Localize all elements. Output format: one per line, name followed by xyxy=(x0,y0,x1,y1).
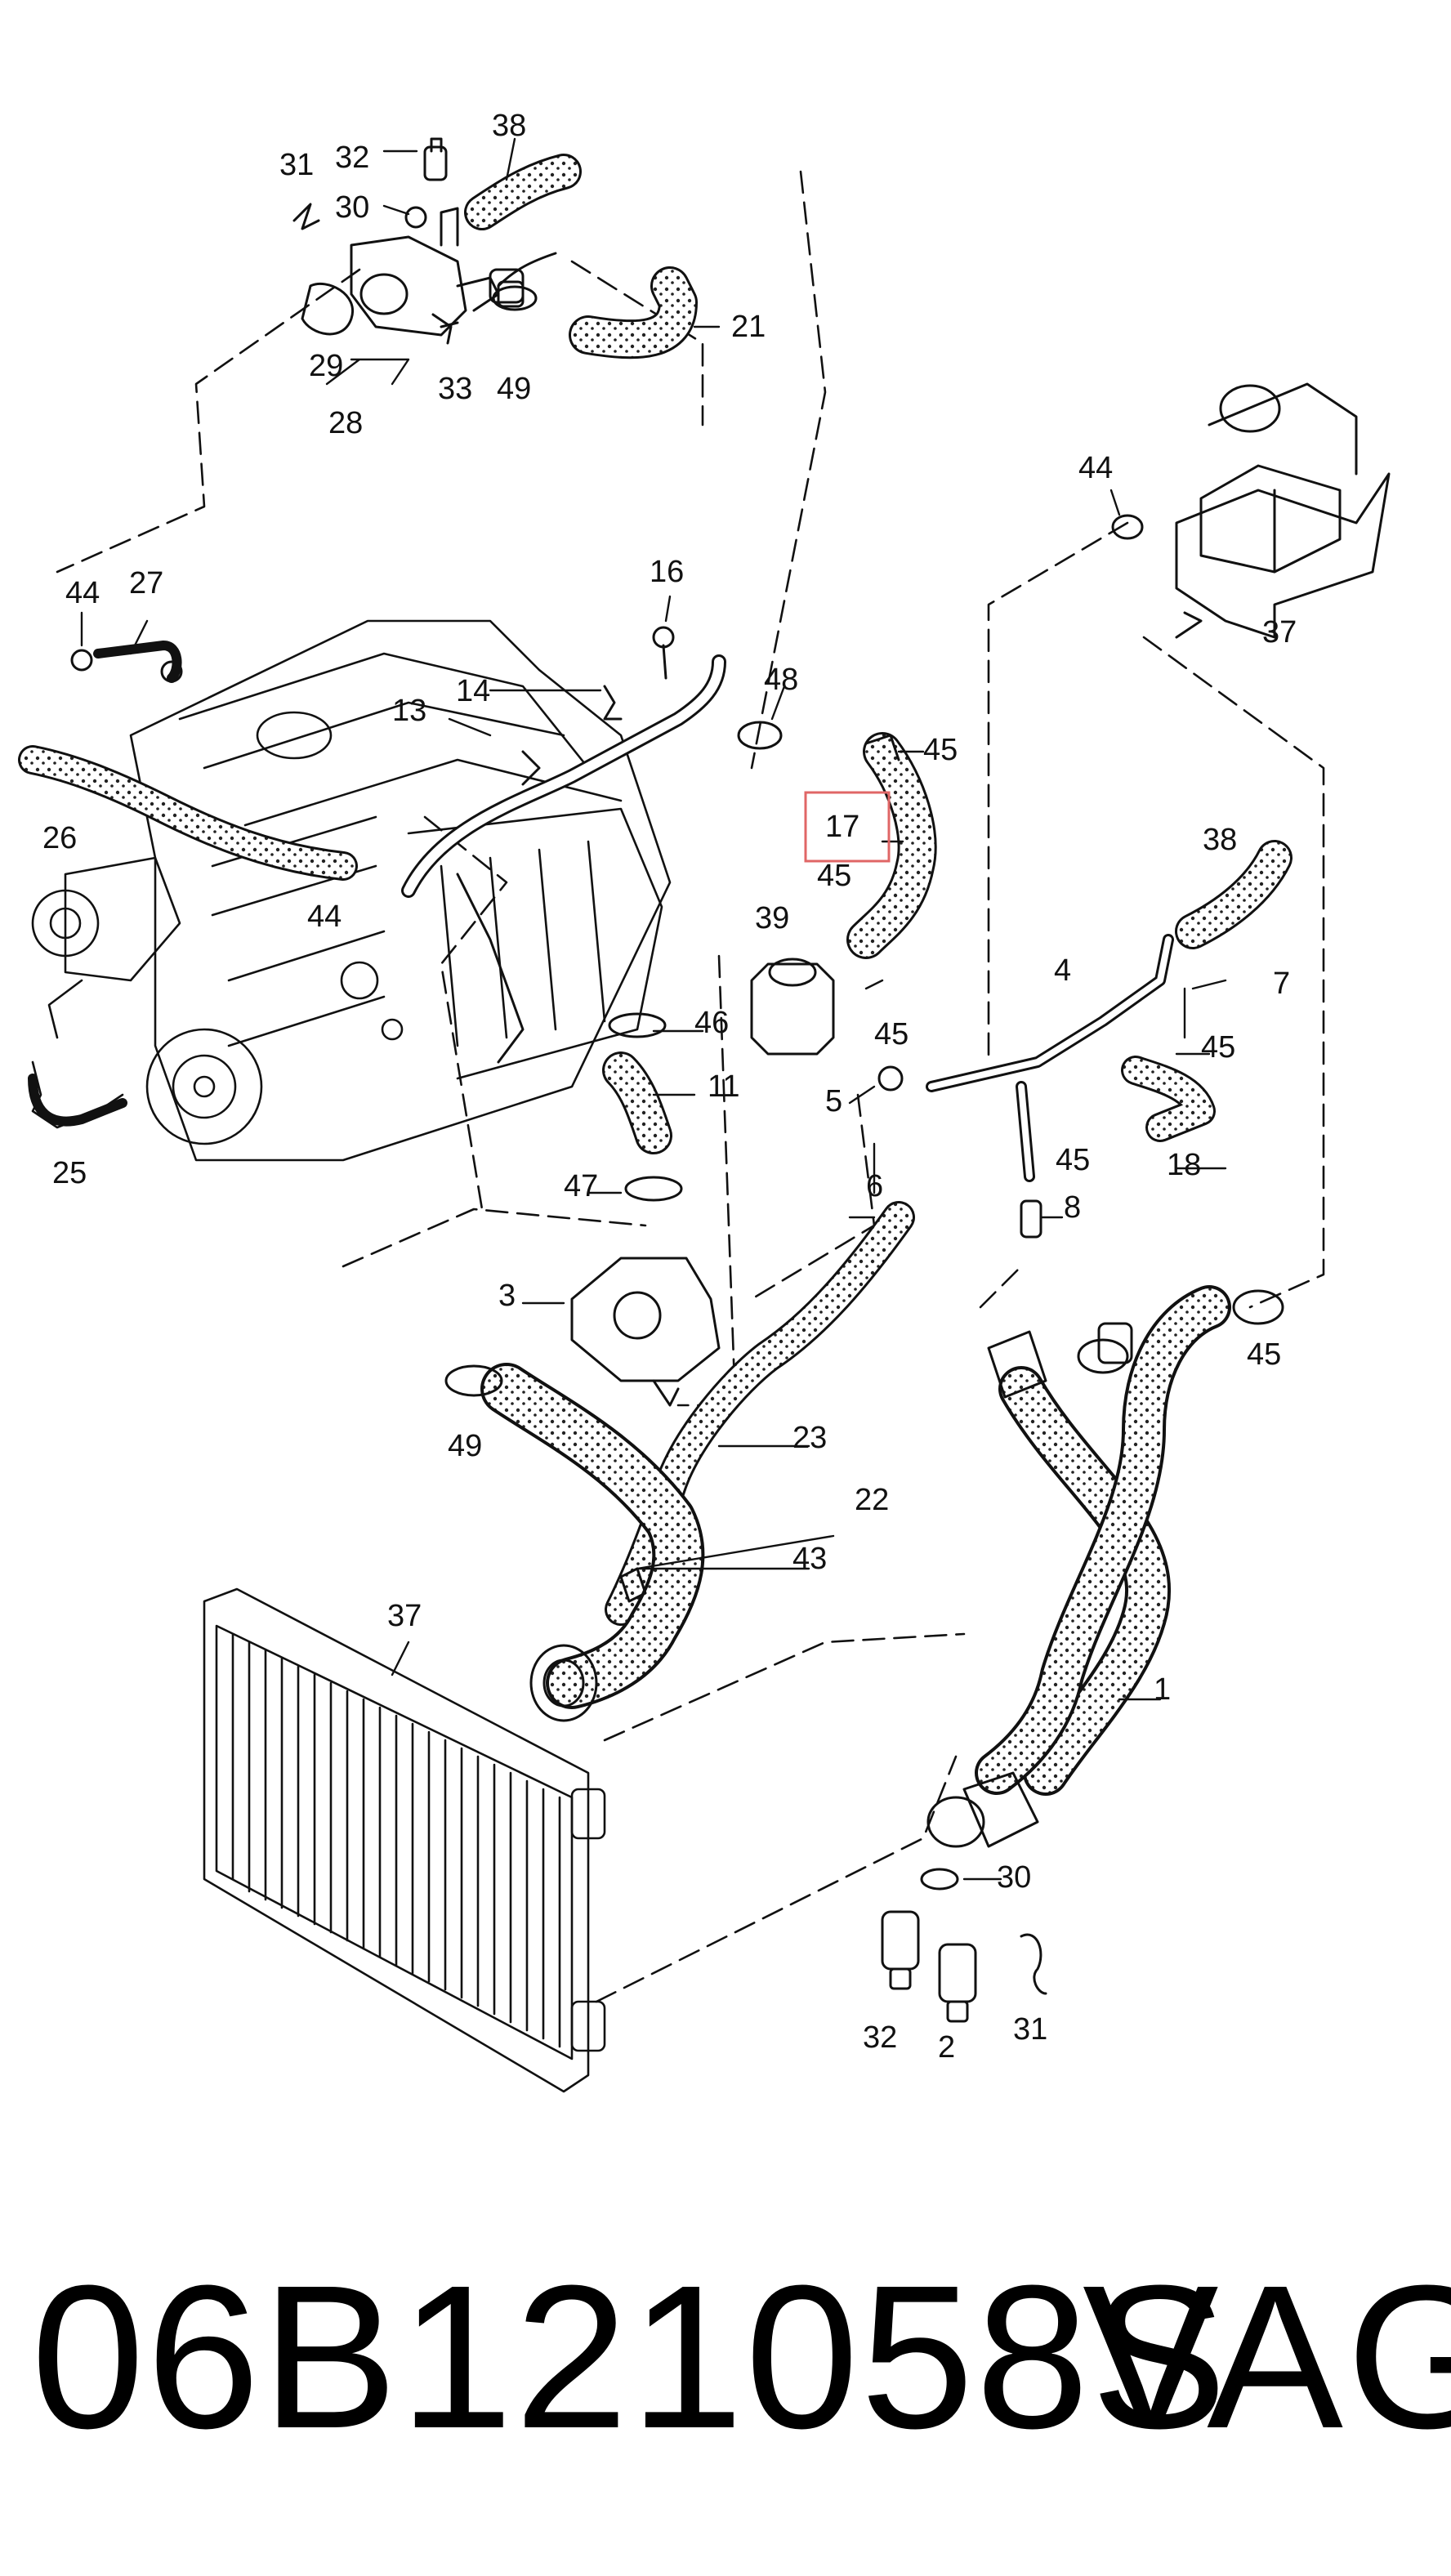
water-pump-3 xyxy=(570,1012,721,1407)
callout-45: 45 xyxy=(923,733,958,767)
callout-39: 39 xyxy=(755,901,789,935)
callout-37: 37 xyxy=(387,1599,422,1633)
callout-14: 14 xyxy=(456,674,490,708)
callout-45: 45 xyxy=(1247,1337,1281,1372)
callout-7: 7 xyxy=(1273,967,1290,1001)
exploded-parts-diagram: 38 32 31 30 21 29 33 49 28 44 37 16 44 2… xyxy=(18,109,1391,2093)
callout-2: 2 xyxy=(938,2030,955,2065)
top-hoses xyxy=(464,154,698,359)
callout-30: 30 xyxy=(997,1860,1031,1895)
callout-49: 49 xyxy=(448,1429,482,1463)
radiator-hoses xyxy=(480,1201,915,1722)
callout-37: 37 xyxy=(1262,615,1297,650)
callout-45: 45 xyxy=(817,859,851,893)
callout-11: 11 xyxy=(708,1069,739,1104)
callout-13: 13 xyxy=(392,694,426,728)
callout-38: 38 xyxy=(492,109,526,143)
callout-6: 6 xyxy=(866,1169,883,1203)
callout-46: 46 xyxy=(694,1006,729,1040)
callout-16: 16 xyxy=(650,555,684,589)
callout-1: 1 xyxy=(1154,1672,1171,1707)
coolant-pipe-13 xyxy=(401,626,726,1064)
engine-block xyxy=(31,619,672,1162)
callout-31: 31 xyxy=(1013,2012,1047,2047)
callout-3: 3 xyxy=(498,1279,516,1313)
callout-44: 44 xyxy=(307,900,342,934)
sensors-bottom xyxy=(881,1910,1047,2023)
reservoir-39 xyxy=(750,958,835,1056)
flange-housing-28 xyxy=(292,137,557,345)
callout-31: 31 xyxy=(279,148,314,182)
callout-44: 44 xyxy=(1078,451,1113,485)
callout-32: 32 xyxy=(863,2020,897,2055)
hose-17 xyxy=(846,732,937,959)
callout-21: 21 xyxy=(731,310,766,344)
coolant-pipe-4 xyxy=(877,840,1293,1239)
callout-33: 33 xyxy=(438,372,472,406)
callout-26: 26 xyxy=(42,821,77,855)
callout-47: 47 xyxy=(564,1169,598,1203)
callout-45: 45 xyxy=(1056,1143,1090,1177)
callout-labels: 38 32 31 30 21 29 33 49 28 44 37 16 44 2… xyxy=(42,109,1297,2065)
callout-25: 25 xyxy=(52,1156,87,1190)
expansion-tank xyxy=(1175,382,1391,639)
callout-23: 23 xyxy=(792,1421,827,1455)
callout-22: 22 xyxy=(855,1483,889,1517)
highlight-box xyxy=(804,791,891,863)
callout-30: 30 xyxy=(335,190,369,225)
callout-27: 27 xyxy=(129,566,163,600)
callout-48: 48 xyxy=(764,663,798,697)
callout-28: 28 xyxy=(328,406,363,440)
callout-45: 45 xyxy=(874,1017,909,1051)
callout-44: 44 xyxy=(65,576,100,610)
callout-49: 49 xyxy=(497,372,531,406)
dashed-guide-lines xyxy=(56,170,1325,2003)
callout-17: 17 xyxy=(825,810,859,844)
callout-8: 8 xyxy=(1064,1190,1081,1225)
callout-5: 5 xyxy=(825,1084,842,1118)
radiator-37 xyxy=(203,1587,606,2093)
hose-1 xyxy=(920,1285,1231,1891)
left-hoses xyxy=(18,641,358,1127)
part-number: 06B121058S xyxy=(31,2243,1229,2471)
callout-4: 4 xyxy=(1054,953,1071,988)
leader-lines xyxy=(80,137,1227,1881)
callout-43: 43 xyxy=(792,1542,827,1576)
brand-name: VAG xyxy=(1083,2243,1451,2471)
callout-32: 32 xyxy=(335,141,369,175)
hose-clips xyxy=(444,285,1284,1397)
callout-29: 29 xyxy=(309,349,343,383)
callout-38: 38 xyxy=(1203,823,1237,857)
callout-18: 18 xyxy=(1167,1148,1201,1182)
callout-45: 45 xyxy=(1201,1030,1235,1065)
